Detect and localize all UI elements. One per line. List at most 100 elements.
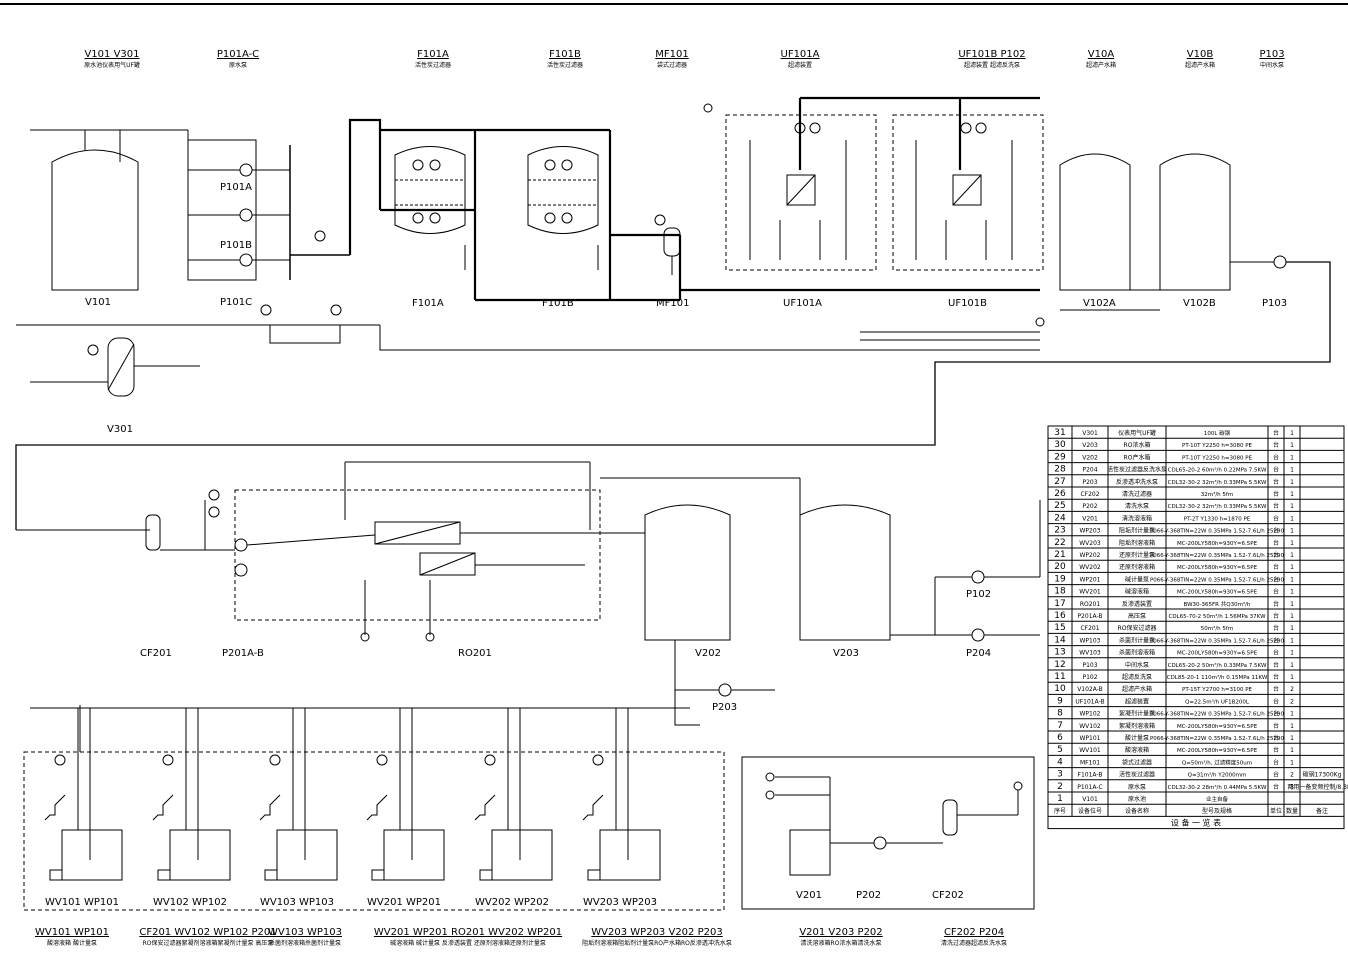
table-cell: 6 xyxy=(1057,733,1063,743)
p102-p204-pumps xyxy=(890,500,1041,642)
top-equipment-titles: V101 V301原水池仪表用气UF罐P101A-C原水泵F101A活性炭过滤器… xyxy=(84,49,1284,69)
backwash-lines xyxy=(16,304,1040,351)
table-cell: 16 xyxy=(1054,611,1066,621)
table-cell: CDL65-20-2 60m³/h 0.22MPa 7.5KW xyxy=(1168,467,1267,474)
uf-skid-b xyxy=(892,114,1044,271)
table-cell: 15 xyxy=(1054,623,1065,633)
top-title-tag: UF101A xyxy=(781,49,820,60)
table-cell: 1 xyxy=(1290,613,1294,620)
table-cell: 反渗透冲洗水泵 xyxy=(1116,478,1158,486)
legend-desc: 清洗过滤器超滤反洗水泵 xyxy=(941,939,1007,947)
table-cell: MC-200LΥ580h=930Υ=6.5PE xyxy=(1177,748,1258,754)
table-cell: 100L 碳钢 xyxy=(1204,429,1231,437)
table-cell: 台 xyxy=(1273,453,1279,461)
table-cell: PT-2T Υ1330 h=1870 PE xyxy=(1184,516,1251,522)
tank-v102a xyxy=(1059,153,1131,291)
table-cell: 台 xyxy=(1273,746,1279,754)
table-cell: 台 xyxy=(1273,502,1279,510)
table-cell: V203 xyxy=(1082,442,1098,449)
table-cell: MC-200LΥ580h=930Υ=6.5PE xyxy=(1177,724,1258,730)
table-cell: V102A-B xyxy=(1077,686,1103,693)
table-cell: 1 xyxy=(1290,467,1294,474)
table-cell: 9 xyxy=(1057,696,1063,706)
top-title-desc: 超滤产水箱 xyxy=(1185,61,1215,69)
dosing-frame xyxy=(23,705,725,911)
table-cell: V202 xyxy=(1082,454,1098,461)
label-cf202: CF202 xyxy=(932,890,964,901)
table-header: 型号及规格 xyxy=(1202,807,1232,815)
legend-desc: 清洗溶液箱RO浓水箱清洗水泵 xyxy=(801,939,882,947)
dosing-unit-label: WV201 WP201 xyxy=(367,897,441,908)
table-cell: 14 xyxy=(1054,635,1066,645)
table-cell: 24 xyxy=(1054,513,1066,523)
legend-desc: RO保安过滤器絮凝剂溶液箱絮凝剂计量泵 高压泵 xyxy=(143,939,274,947)
table-cell: P066-Y-368TIN=22W 0.35MPa 1.52-7.6L/h 25… xyxy=(1150,577,1285,583)
table-cell: 1 xyxy=(1290,589,1294,596)
table-cell: MF101 xyxy=(1080,759,1100,766)
table-cell: 酸溶液箱 xyxy=(1125,746,1149,754)
table-cell: 台 xyxy=(1273,697,1279,705)
table-cell: 业主自备 xyxy=(1206,795,1229,803)
table-cell: 4 xyxy=(1057,757,1063,767)
table-cell: 超滤产水箱 xyxy=(1122,685,1152,693)
table-cell: 反渗透装置 xyxy=(1122,600,1152,608)
table-cell: 台 xyxy=(1273,636,1279,644)
table-cell: 絮凝剂溶液箱 xyxy=(1119,722,1155,730)
uf-skid-a xyxy=(725,114,877,271)
table-cell: 台 xyxy=(1273,661,1279,669)
label-mf101: MF101 xyxy=(656,298,689,309)
table-cell: 50m³/h 5fm xyxy=(1201,625,1233,632)
legend-tag: V201 V203 P202 xyxy=(799,927,882,938)
table-cell: 袋式过滤器 xyxy=(1122,758,1152,766)
table-cell: 原水泵 xyxy=(1128,783,1146,791)
dosing-unit: WV102 WP102 xyxy=(152,708,231,908)
table-cell: 中间水泵 xyxy=(1125,661,1149,669)
dosing-unit-label: WV202 WP202 xyxy=(475,897,549,908)
top-title-desc: 袋式过滤器 xyxy=(657,61,687,69)
table-cell: 台 xyxy=(1273,722,1279,730)
table-cell: 2 xyxy=(1057,782,1063,792)
table-cell: 1 xyxy=(1290,503,1294,510)
dosing-unit: WV202 WP202 xyxy=(474,708,553,908)
table-cell: 碱计量泵 xyxy=(1125,575,1149,583)
table-cell: 台 xyxy=(1273,563,1279,571)
table-header: 备注 xyxy=(1316,807,1328,815)
table-cell: 台 xyxy=(1273,771,1279,779)
table-cell: 20 xyxy=(1054,562,1066,572)
legend-tag: CF201 WV102 WP102 P201 xyxy=(139,927,276,938)
table-cell: 1 xyxy=(1290,759,1294,766)
dosing-unit-label: WV103 WP103 xyxy=(260,897,334,908)
table-cell: RO201 xyxy=(1080,601,1101,608)
table-cell: 台 xyxy=(1273,514,1279,522)
table-cell: 台 xyxy=(1273,734,1279,742)
table-cell: 台 xyxy=(1273,588,1279,596)
table-cell: P101A-C xyxy=(1077,784,1102,791)
legend-desc: 酸溶液箱 酸计量泵 xyxy=(47,939,97,947)
top-title-tag: V101 V301 xyxy=(84,49,139,60)
table-cell: WV201 xyxy=(1079,589,1101,596)
table-cell: 1 xyxy=(1290,479,1294,486)
top-title-tag: MF101 xyxy=(655,49,688,60)
table-cell: WP202 xyxy=(1079,552,1100,559)
table-cell: 21 xyxy=(1054,550,1065,560)
table-cell: WV202 xyxy=(1079,564,1101,571)
table-cell: 活性炭过滤器 xyxy=(1119,771,1155,779)
table-cell: 5 xyxy=(1057,745,1063,755)
table-cell: 阻垢剂溶液箱 xyxy=(1119,539,1155,547)
legend-desc: 杀菌剂溶液箱杀菌剂计量泵 xyxy=(269,939,341,947)
table-cell: 台 xyxy=(1273,624,1279,632)
table-cell: CDL85-20-1 110m³/h 0.15MPa 11KW xyxy=(1167,674,1268,681)
table-cell: 31 xyxy=(1054,428,1065,438)
table-cell: PT-15T Υ2700 h=3100 PE xyxy=(1182,687,1253,693)
table-cell: Q=31m³/h Υ2000mm xyxy=(1188,772,1247,779)
top-title-tag: V10A xyxy=(1088,49,1115,60)
table-cell: 1 xyxy=(1290,515,1294,522)
dosing-unit-label: WV203 WP203 xyxy=(583,897,657,908)
label-v102b: V102B xyxy=(1183,298,1216,309)
table-cell: 还原剂溶液箱 xyxy=(1119,563,1155,571)
table-cell: 高压泵 xyxy=(1128,612,1146,620)
top-title-desc: 超滤装置 xyxy=(788,61,812,69)
table-cell: 27 xyxy=(1054,477,1065,487)
table-cell: 12 xyxy=(1054,660,1065,670)
